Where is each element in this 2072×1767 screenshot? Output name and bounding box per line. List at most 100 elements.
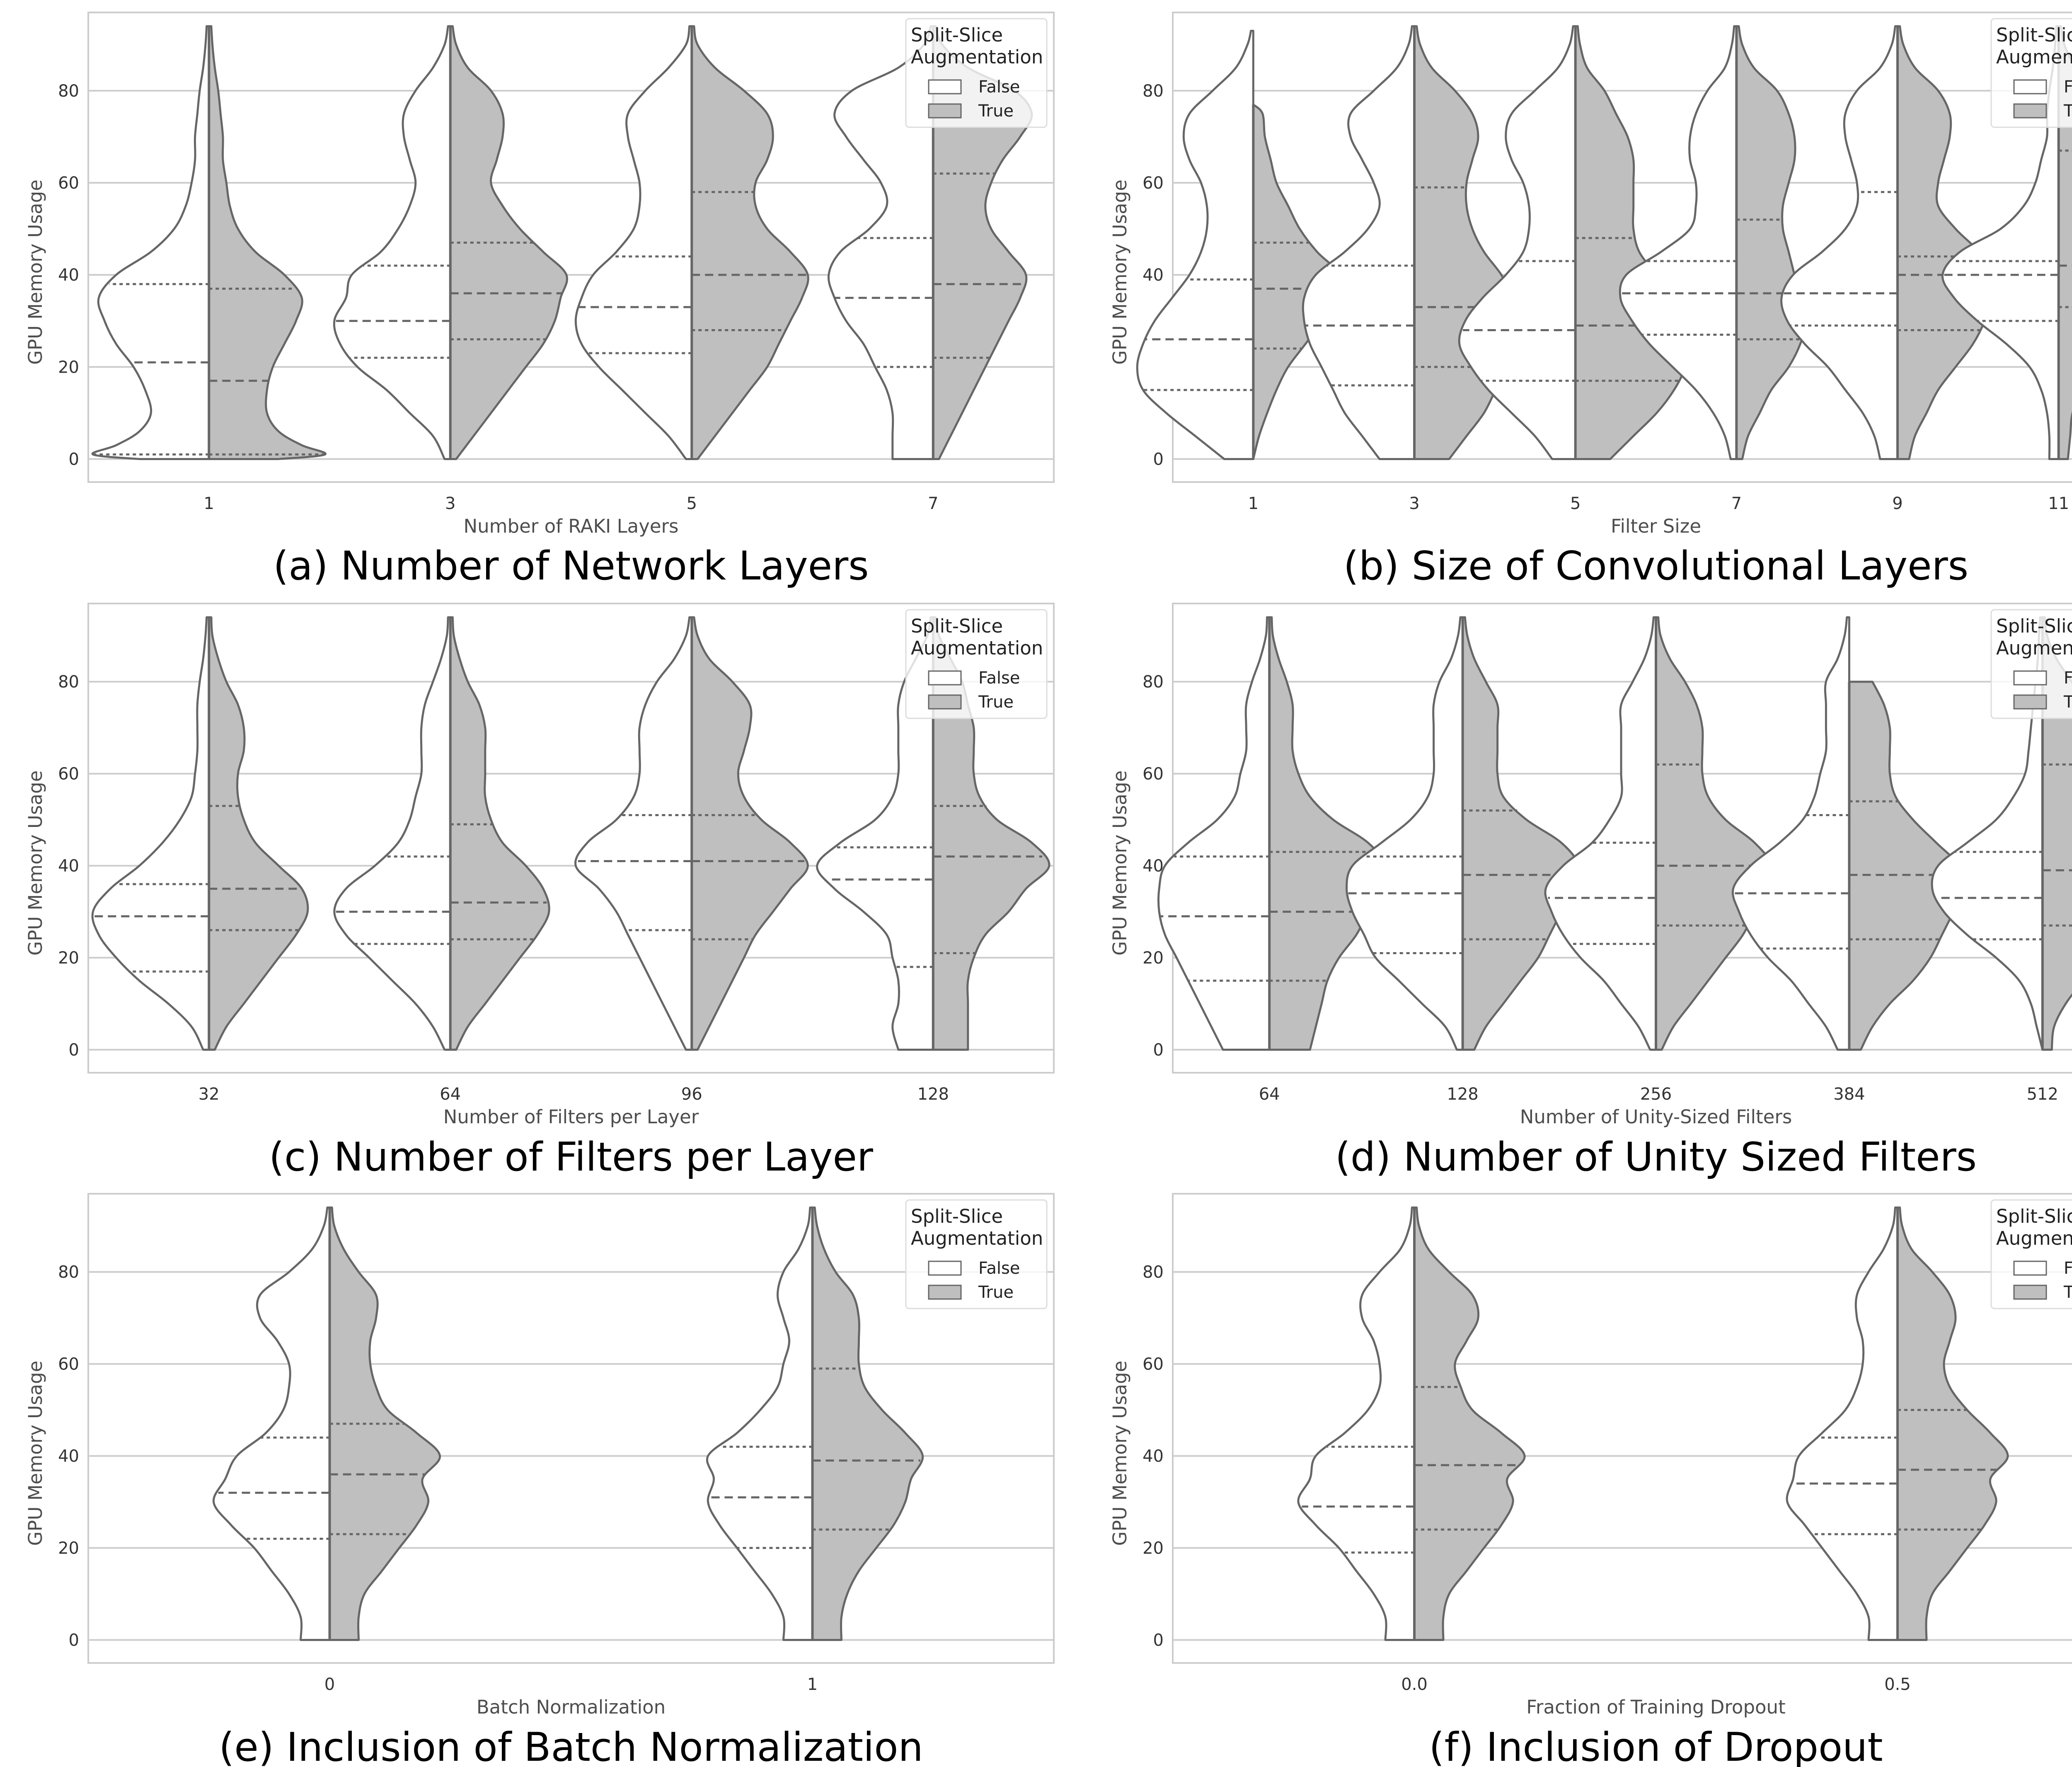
legend-label-true: True: [978, 693, 1014, 712]
y-tick-label: 80: [1143, 673, 1164, 692]
violin-half-true-0.5: [1896, 1206, 2009, 1641]
y-tick-label: 20: [58, 1539, 79, 1558]
legend-swatch-false: [928, 670, 962, 686]
x-tick-label: 9: [1892, 494, 1903, 513]
x-tick-label: 1: [807, 1675, 818, 1694]
x-axis-label: Number of Unity-Sized Filters: [1520, 1106, 1792, 1128]
x-tick-label: 11: [2048, 494, 2069, 513]
legend-title: Split-Slice: [911, 24, 1003, 46]
violin-half-false-128: [816, 616, 934, 1051]
x-tick-label: 512: [2027, 1085, 2058, 1104]
y-tick-label: 60: [1143, 765, 1164, 784]
legend-swatch-true: [2013, 103, 2047, 119]
violin-half-true-64: [1268, 616, 1387, 1051]
legend-label-true: True: [2063, 1283, 2072, 1302]
legend-box: [905, 1199, 1048, 1309]
violin-half-false-0.0: [1297, 1206, 1416, 1641]
legend-swatch-true: [2013, 694, 2047, 710]
violin-half-true-1: [811, 1206, 924, 1641]
y-tick-label: 80: [1143, 82, 1164, 101]
violin-half-true-0.0: [1413, 1206, 1526, 1641]
legend-swatch-false: [928, 79, 962, 95]
panel-caption: (f) Inclusion of Dropout: [1429, 1725, 1883, 1767]
y-axis-label: GPU Memory Usage: [1109, 771, 1131, 956]
x-tick-label: 5: [1570, 494, 1581, 513]
violin-half-true-9: [1896, 25, 1993, 460]
legend-label-true: True: [2063, 693, 2072, 712]
legend-box: [1990, 1199, 2072, 1309]
violin-half-false-384: [1731, 616, 1850, 1051]
violin-half-false-128: [1346, 616, 1464, 1051]
x-tick-label: 5: [687, 494, 697, 513]
y-tick-label: 80: [58, 673, 79, 692]
panel-caption: (d) Number of Unity Sized Filters: [1335, 1134, 1977, 1180]
x-tick-label: 32: [198, 1085, 220, 1104]
legend-title: Split-Slice: [1996, 615, 2072, 637]
legend-title: Split-Slice: [1996, 24, 2072, 46]
violin-half-true-96: [690, 616, 809, 1051]
legend-title: Split-Slice: [911, 1205, 1003, 1227]
x-tick-label: 0: [324, 1675, 335, 1694]
violin-half-false-32: [91, 616, 210, 1051]
violin-half-true-3: [449, 25, 568, 460]
violin-half-false-7: [1619, 25, 1738, 460]
violin-half-true-1: [208, 25, 327, 460]
legend-title: Split-Slice: [1996, 1205, 2072, 1227]
violin-half-true-11: [2057, 25, 2072, 460]
legend-label-false: False: [978, 1259, 1020, 1278]
y-tick-label: 60: [58, 1355, 79, 1374]
legend-label-true: True: [978, 1283, 1014, 1302]
y-axis-label: GPU Memory Usage: [1109, 1361, 1131, 1546]
legend-swatch-true: [928, 694, 962, 710]
legend-label-false: False: [978, 669, 1020, 688]
x-axis-label: Number of RAKI Layers: [464, 515, 679, 537]
x-tick-label: 128: [1447, 1085, 1478, 1104]
legend-title: Augmentation: [911, 637, 1043, 659]
y-tick-label: 0: [1153, 450, 1164, 469]
x-tick-label: 96: [681, 1085, 702, 1104]
legend-box: [1990, 609, 2072, 719]
y-tick-label: 80: [58, 1263, 79, 1282]
legend-label-true: True: [978, 102, 1014, 121]
legend-box: [905, 18, 1048, 128]
y-tick-label: 60: [58, 765, 79, 784]
legend-swatch-false: [2013, 79, 2047, 95]
x-tick-label: 384: [1833, 1085, 1865, 1104]
violin-half-false-0: [212, 1206, 331, 1641]
x-tick-label: 0.0: [1401, 1675, 1428, 1694]
legend-swatch-false: [2013, 1260, 2047, 1276]
legend-swatch-true: [928, 1285, 962, 1300]
violin-half-false-64: [333, 616, 452, 1051]
violin-half-true-7: [1735, 25, 1807, 460]
legend-swatch-false: [928, 1260, 962, 1276]
violin-half-true-256: [1655, 616, 1774, 1051]
violin-half-false-3: [333, 25, 452, 460]
y-tick-label: 0: [69, 1041, 79, 1060]
legend-swatch-false: [2013, 670, 2047, 686]
y-tick-label: 80: [58, 82, 79, 101]
legend-title: Augmentation: [1996, 46, 2072, 68]
y-tick-label: 60: [58, 174, 79, 193]
violin-half-false-1: [91, 25, 210, 460]
violin-half-true-128: [1462, 616, 1581, 1051]
legend-title: Augmentation: [1996, 637, 2072, 659]
y-tick-label: 80: [1143, 1263, 1164, 1282]
violin-half-true-5: [690, 25, 809, 460]
legend-swatch-true: [928, 103, 962, 119]
legend-box: [905, 609, 1048, 719]
violin-half-false-0.5: [1786, 1206, 1899, 1641]
y-tick-label: 40: [1143, 266, 1164, 285]
violin-half-true-64: [449, 616, 550, 1051]
legend-label-false: False: [2064, 1259, 2072, 1278]
y-axis-label: GPU Memory Usage: [24, 179, 46, 365]
panel-caption: (e) Inclusion of Batch Normalization: [219, 1725, 923, 1767]
legend-label-false: False: [978, 78, 1020, 97]
violin-half-true-32: [208, 616, 309, 1051]
